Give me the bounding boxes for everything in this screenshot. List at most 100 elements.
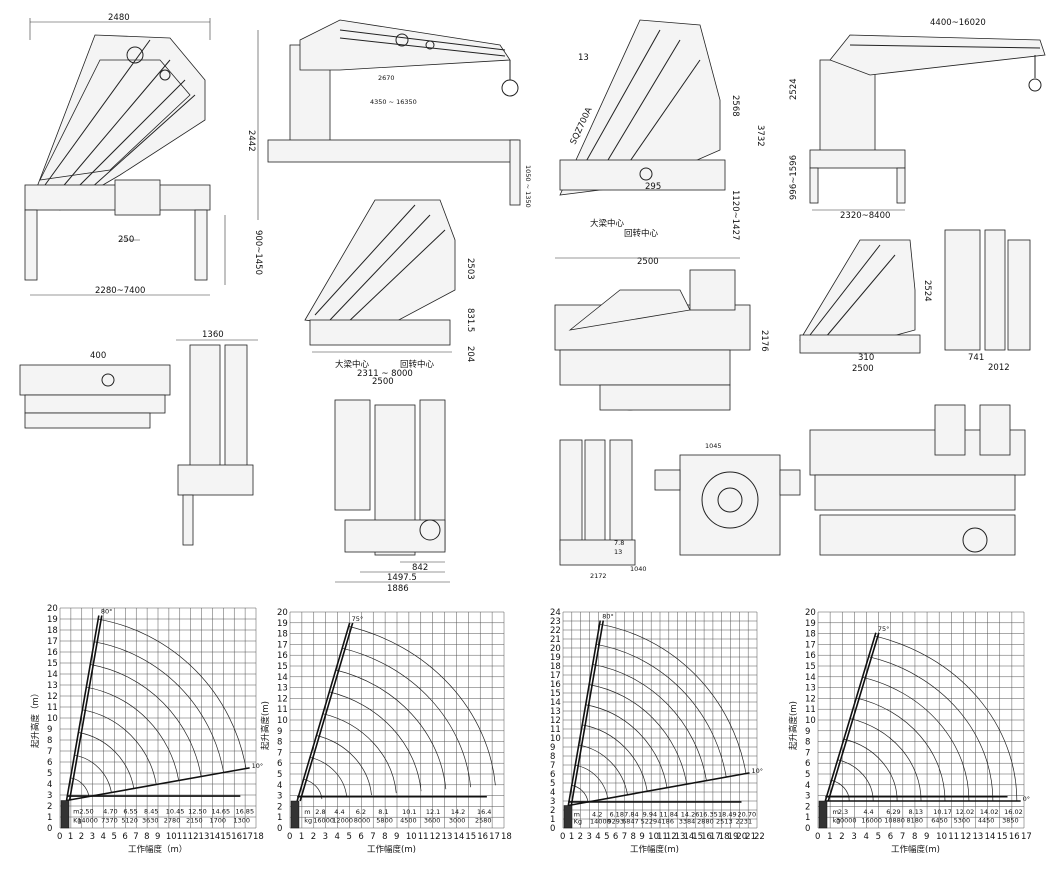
x-tick-label: 6 xyxy=(358,832,363,842)
d4-center2: 回转中心 xyxy=(624,228,659,239)
d2-reach2: 4350 ~ 16350 xyxy=(370,98,417,106)
y-tick-label: 9 xyxy=(805,727,810,737)
capacity-value: 2231 xyxy=(736,818,753,826)
load-arc xyxy=(582,724,648,792)
capacity-value: 5800 xyxy=(376,817,393,825)
d3-h2: 831.5 xyxy=(465,308,475,332)
y-tick-label: 3 xyxy=(277,792,282,802)
radius-value: 4.2 xyxy=(592,810,602,818)
x-tick-label: 3 xyxy=(851,832,856,842)
d4-height: 2568 xyxy=(730,95,740,117)
y-tick-label: 17 xyxy=(277,640,288,650)
capacity-value: 3600 xyxy=(424,817,441,825)
x-tick-label: 13 xyxy=(199,832,210,842)
capacity-value: 3850 xyxy=(1002,817,1019,825)
d3-center2: 回转中心 xyxy=(400,359,435,370)
d5-h: 2524 xyxy=(789,78,799,100)
d5-span: 2320~8400 xyxy=(840,211,890,221)
y-tick-label: 18 xyxy=(47,626,58,636)
d3-height: 2503 xyxy=(465,258,475,280)
angle-top-label: 80° xyxy=(101,608,113,616)
y-tick-label: 19 xyxy=(277,619,288,629)
crane-mast xyxy=(290,800,300,829)
x-tick-label: 6 xyxy=(122,832,127,842)
d1-outrigger-dim: 900~1450 xyxy=(253,230,263,275)
row-unit-m: m xyxy=(833,808,839,816)
d4-out: 1120~1427 xyxy=(730,190,740,240)
y-tick-label: 13 xyxy=(47,681,58,691)
y-tick-label: 8 xyxy=(550,752,555,762)
radius-value: 16.85 xyxy=(235,808,254,816)
d4-w1: 295 xyxy=(645,182,661,192)
y-tick-label: 0 xyxy=(550,824,555,834)
x-tick-label: 14 xyxy=(453,832,464,842)
radius-value: 11.84 xyxy=(659,810,678,818)
y-tick-label: 0 xyxy=(47,824,52,834)
angle-top-label: 75° xyxy=(352,615,364,623)
y-tick-label: 6 xyxy=(47,758,52,768)
d3-span: 2311 ~ 8000 xyxy=(357,369,413,379)
load-arc xyxy=(856,697,946,802)
drawing-11-rear-small: 7.8 13 1040 2172 xyxy=(559,439,647,580)
y-tick-label: 5 xyxy=(805,770,810,780)
drawing-13-plan-right xyxy=(809,404,1026,556)
x-axis-label: 工作幅度(m) xyxy=(367,844,416,855)
x-tick-label: 0 xyxy=(57,832,62,842)
drawing-7-rear-view: 1360 xyxy=(176,330,258,546)
y-tick-label: 18 xyxy=(550,662,561,672)
load-arc xyxy=(322,713,397,794)
load-arc xyxy=(843,738,898,802)
y-axis-label: 起升高度(m) xyxy=(260,701,271,750)
x-tick-label: 17 xyxy=(242,832,253,842)
radius-value: 7.84 xyxy=(624,810,638,818)
y-tick-label: 10 xyxy=(277,716,288,726)
y-tick-label: 7 xyxy=(47,747,52,757)
radius-value: 14.26 xyxy=(681,810,700,818)
y-tick-label: 20 xyxy=(805,608,816,618)
y-tick-label: 16 xyxy=(805,651,816,661)
capacity-value: 1300 xyxy=(233,817,250,825)
d3-center1: 大梁中心 xyxy=(335,359,370,370)
y-tick-label: 8 xyxy=(47,736,52,746)
angle-top-label: 75° xyxy=(878,625,890,633)
radius-value: 2.50 xyxy=(79,808,93,816)
d10-w2: 310 xyxy=(858,353,874,363)
capacity-value: 7370 xyxy=(101,817,118,825)
load-arc xyxy=(335,669,447,790)
capacity-value: 3630 xyxy=(142,817,159,825)
drawing-3-center-side: 大梁中心 回转中心 2311 ~ 8000 2500 2503 831.5 20… xyxy=(304,199,475,387)
d1-height-dim: 2442 xyxy=(246,130,256,152)
d11-w2: 2172 xyxy=(590,572,607,580)
d2-vert: 1050 ~ 1350 xyxy=(524,165,532,208)
x-tick-label: 1 xyxy=(299,832,304,842)
y-tick-label: 15 xyxy=(805,662,816,672)
crane-mast xyxy=(60,800,70,829)
y-tick-label: 21 xyxy=(550,635,561,645)
boom-top-inner xyxy=(827,632,880,802)
capacity-value: 8000 xyxy=(354,817,371,825)
y-tick-label: 20 xyxy=(47,604,58,614)
y-tick-label: 5 xyxy=(277,770,282,780)
y-tick-label: 5 xyxy=(47,769,52,779)
radius-value: 16.02 xyxy=(1004,808,1023,816)
radius-value: 14.2 xyxy=(451,808,465,816)
y-tick-label: 4 xyxy=(550,788,555,798)
boom-top-inner xyxy=(68,615,103,801)
x-tick-label: 12 xyxy=(960,832,971,842)
d7-top: 1360 xyxy=(202,330,224,340)
y-tick-label: 14 xyxy=(550,698,561,708)
y-tick-label: 6 xyxy=(550,770,555,780)
x-axis-label: 工作幅度（m） xyxy=(128,844,187,855)
x-tick-label: 15 xyxy=(692,832,703,842)
y-axis-label: 起升高度(m) xyxy=(788,701,799,750)
x-tick-label: 13 xyxy=(973,832,984,842)
row-unit-kg: kg xyxy=(833,817,841,825)
d6-top: 400 xyxy=(90,351,106,361)
y-tick-label: 7 xyxy=(805,748,810,758)
load-arc xyxy=(596,643,727,778)
capacity-value: 2880 xyxy=(697,818,714,826)
load-arc xyxy=(575,764,609,799)
x-tick-label: 2 xyxy=(839,832,844,842)
x-axis-label: 工作幅度(m) xyxy=(630,844,679,855)
